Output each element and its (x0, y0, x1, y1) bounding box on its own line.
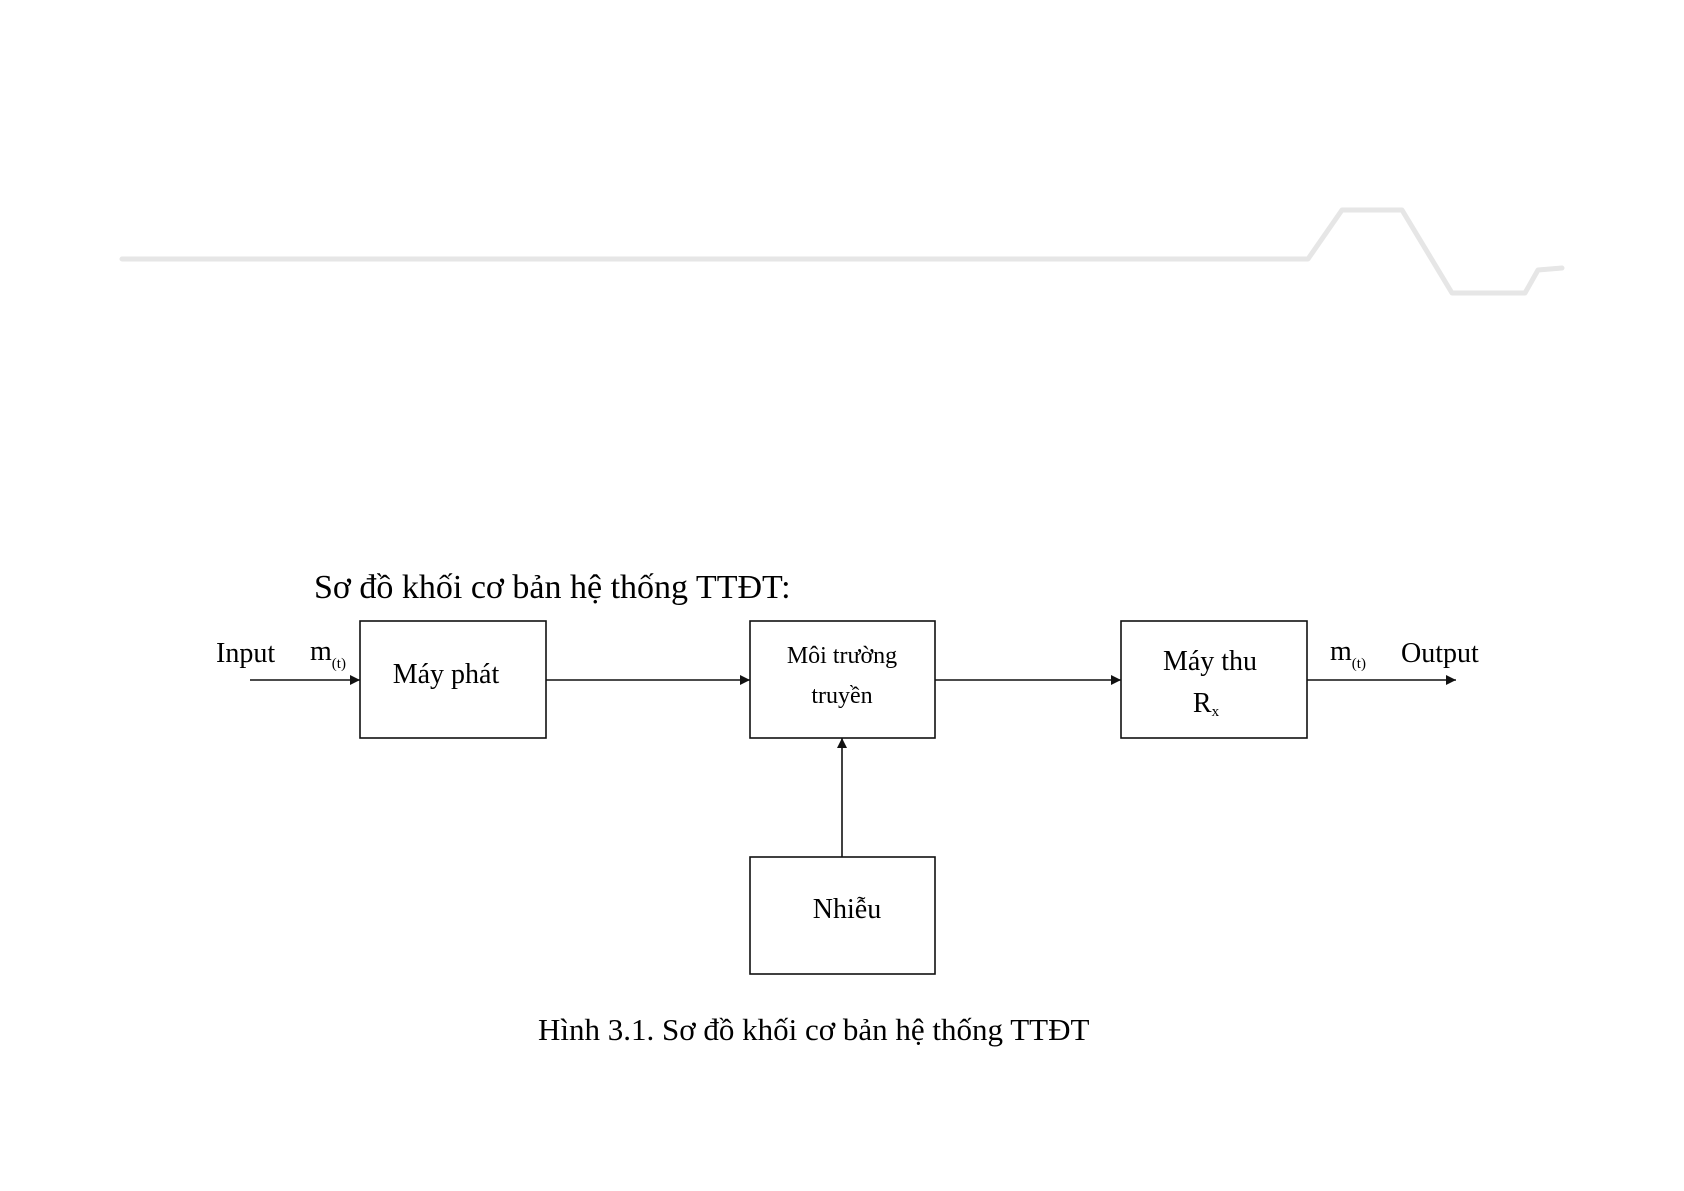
receiver-label-main: R (1193, 688, 1212, 719)
channel-label-line1: Môi trường (787, 643, 897, 669)
output-label: Output (1401, 638, 1479, 669)
noise-label: Nhiễu (813, 894, 881, 925)
input-signal-subscript: (t) (332, 656, 346, 672)
input-signal-symbol: m (310, 636, 332, 667)
input-label: Input (216, 638, 275, 669)
receiver-label-line1: Máy thu (1163, 646, 1257, 677)
header-decor-line (122, 210, 1562, 293)
transmitter-label: Máy phát (393, 659, 500, 690)
channel-label-line2: truyền (811, 683, 872, 709)
output-signal-subscript: (t) (1352, 656, 1366, 672)
input-signal-label: m(t) (310, 636, 346, 672)
diagram-heading: Sơ đồ khối cơ bản hệ thống TTĐT: (314, 569, 791, 606)
output-signal-label: m(t) (1330, 636, 1366, 672)
channel-block (750, 621, 935, 738)
receiver-label-sub: x (1212, 704, 1220, 720)
figure-caption: Hình 3.1. Sơ đồ khối cơ bản hệ thống TTĐ… (538, 1012, 1089, 1047)
receiver-block (1121, 621, 1307, 738)
output-signal-symbol: m (1330, 636, 1352, 667)
